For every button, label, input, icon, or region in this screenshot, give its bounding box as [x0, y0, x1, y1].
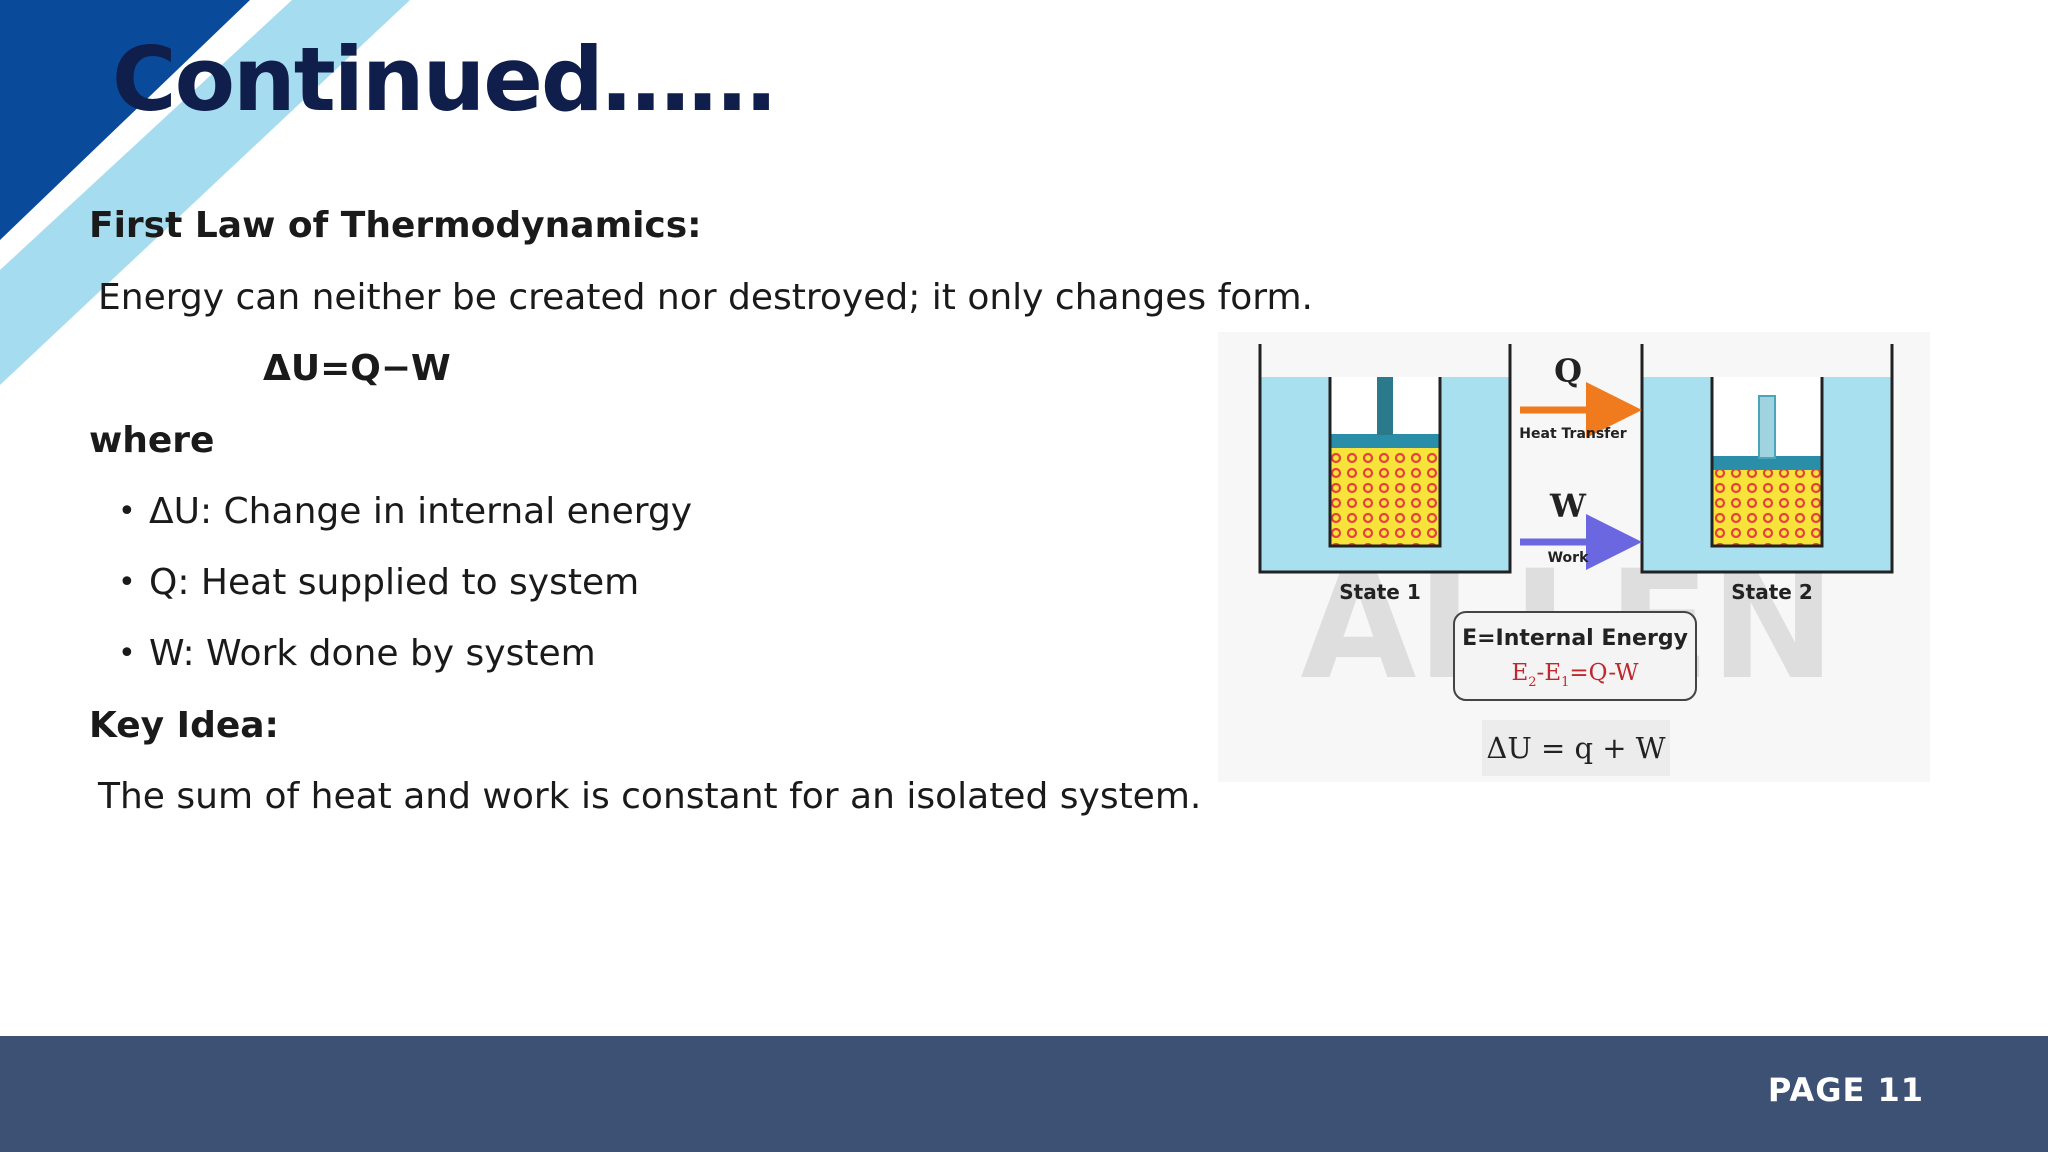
- corner-decoration: [0, 0, 410, 385]
- law-statement: Energy can neither be created nor destro…: [98, 277, 1313, 318]
- bottom-equation-bg: [1482, 720, 1670, 776]
- list-item: W: Work done by system: [149, 633, 596, 674]
- work-caption: Work: [1548, 550, 1589, 566]
- light-blue-stripe: [0, 0, 410, 385]
- internal-energy-title: E=Internal Energy: [1462, 626, 1688, 651]
- q-symbol: Q: [1554, 352, 1582, 390]
- bullet-marker: •: [118, 565, 136, 600]
- list-item: Q: Heat supplied to system: [149, 562, 640, 603]
- bottom-equation: ΔU = q + W: [1486, 731, 1665, 765]
- state-1-container: [1258, 344, 1512, 574]
- w-symbol: W: [1549, 487, 1587, 525]
- section-heading: First Law of Thermodynamics:: [89, 205, 702, 246]
- state-1-label: State 1: [1339, 580, 1420, 604]
- slide-title: Continued……: [112, 28, 776, 131]
- key-idea-label: Key Idea:: [89, 705, 279, 746]
- footer-bar: PAGE 11: [0, 1036, 2048, 1152]
- list-item: ΔU: Change in internal energy: [149, 491, 693, 532]
- bullet-marker: •: [118, 494, 136, 529]
- internal-energy-equation: E2-E1=Q-W: [1511, 660, 1638, 690]
- page-number: PAGE 11: [1767, 1071, 1924, 1109]
- law-equation: ΔU=Q−W: [263, 348, 451, 389]
- thermodynamics-diagram: ALLEN State 1 State 2 Q Heat Transfer W …: [1218, 332, 1930, 782]
- where-label: where: [89, 420, 215, 461]
- heat-transfer-caption: Heat Transfer: [1519, 426, 1626, 442]
- state-2-container: [1640, 344, 1894, 574]
- state-2-label: State 2: [1731, 580, 1812, 604]
- key-idea-text: The sum of heat and work is constant for…: [98, 776, 1202, 817]
- internal-energy-box: E=Internal Energy E2-E1=Q-W: [1453, 611, 1697, 701]
- dark-blue-stripe: [0, 0, 250, 240]
- bullet-marker: •: [118, 636, 136, 671]
